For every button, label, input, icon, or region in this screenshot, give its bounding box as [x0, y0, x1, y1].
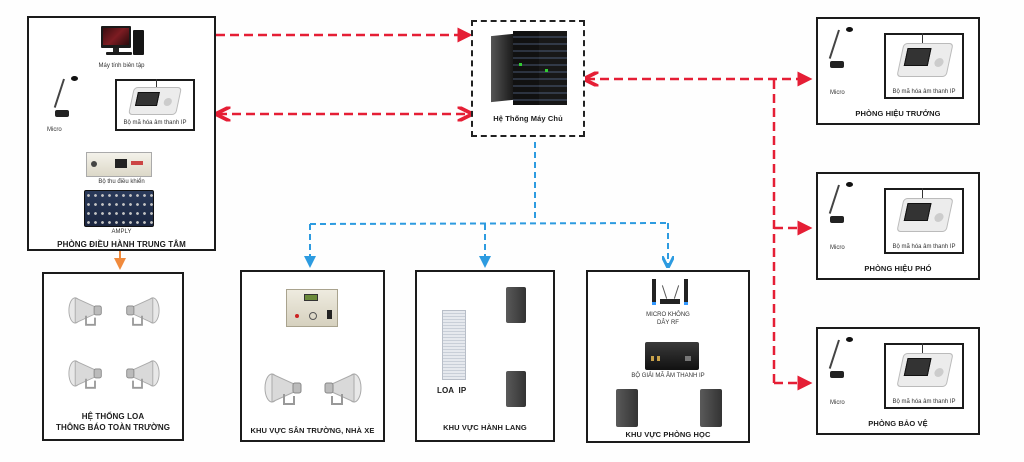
ip-encoder-icon — [896, 353, 954, 387]
microphone-icon — [828, 182, 853, 228]
office-title: PHÒNG HIỆU TRƯỞNG — [855, 109, 941, 118]
ip-column-speaker-icon — [442, 310, 466, 380]
microphone-icon — [828, 27, 853, 73]
office-box: Micro Bộ mã hóa âm thanh IP PHÒNG HIỆU T… — [816, 17, 980, 125]
control-room-box: Máy tính biên tập Micro Bộ mã hóa âm tha… — [27, 16, 216, 251]
horn-speaker-icon — [68, 296, 104, 328]
zone-yard-title: KHU VỰC SÂN TRƯỜNG, NHÀ XE — [250, 426, 375, 435]
audio-receiver-icon — [286, 289, 338, 327]
micro-label: Micro — [830, 400, 845, 406]
encoder-label: Bộ mã hóa âm thanh IP — [892, 89, 956, 95]
control-receiver-icon — [86, 152, 152, 177]
micro-label: Micro — [830, 245, 845, 251]
office-title: PHÒNG HIỆU PHÓ — [864, 264, 932, 273]
wall-speaker-icon — [506, 287, 526, 323]
wall-speaker-icon — [700, 389, 722, 427]
speaker-system-title-2: THÔNG BÁO TOÀN TRƯỜNG — [55, 423, 171, 432]
ip-speaker-label: LOA IP — [437, 386, 467, 395]
link-zones-bus — [309, 222, 669, 225]
micro-label: Micro — [47, 127, 62, 133]
wall-speaker-icon — [616, 389, 638, 427]
computer-label: Máy tính biên tập — [98, 63, 145, 69]
horn-speaker-icon — [68, 359, 104, 391]
office-box: Micro Bộ mã hóa âm thanh IP PHÒNG BẢO VỆ — [816, 327, 980, 435]
horn-speaker-icon — [264, 372, 304, 408]
control-room-title: PHÒNG ĐIỀU HÀNH TRUNG TÂM — [57, 240, 186, 249]
microphone-icon — [53, 76, 78, 124]
office-box: Micro Bộ mã hóa âm thanh IP PHÒNG HIỆU P… — [816, 172, 980, 280]
ip-encoder-box: Bộ mã hóa âm thanh IP — [884, 343, 964, 409]
server-box: Hệ Thống Máy Chủ — [471, 20, 585, 137]
server-rack-icon — [491, 29, 569, 107]
ip-encoder-box: Bộ mã hóa âm thanh IP — [884, 33, 964, 99]
horn-speaker-icon — [124, 359, 160, 391]
office-title: PHÒNG BẢO VỆ — [868, 419, 928, 428]
wireless-mic-label-1: MICRO KHÔNG — [646, 312, 690, 318]
server-label: Hệ Thống Máy Chủ — [493, 114, 563, 123]
ip-decoder-icon — [645, 342, 699, 370]
wireless-mic-icon — [650, 279, 690, 309]
zone-hallway-box: LOA IP KHU VỰC HÀNH LANG — [415, 270, 555, 442]
wireless-mic-label-2: DÂY RF — [657, 320, 679, 326]
decoder-label: BỘ GIẢI MÃ ÂM THANH IP — [631, 373, 705, 379]
zone-yard-box: KHU VỰC SÂN TRƯỜNG, NHÀ XE — [240, 270, 385, 442]
ip-encoder-box: Bộ mã hóa âm thanh IP — [884, 188, 964, 254]
ip-encoder-box: Bộ mã hóa âm thanh IP — [115, 79, 195, 131]
horn-speaker-icon — [322, 372, 362, 408]
speaker-system-title-1: HỆ THỐNG LOA — [81, 412, 145, 421]
microphone-icon — [828, 337, 853, 383]
zone-hallway-title: KHU VỰC HÀNH LANG — [443, 423, 527, 432]
amplifier-icon — [84, 190, 154, 227]
ip-encoder-icon — [896, 198, 954, 232]
ip-encoder-icon — [128, 87, 182, 115]
encoder-label: Bộ mã hóa âm thanh IP — [892, 399, 956, 405]
zone-classroom-box: MICRO KHÔNG DÂY RF BỘ GIẢI MÃ ÂM THANH I… — [586, 270, 750, 443]
zone-classroom-title: KHU VỰC PHÒNG HỌC — [625, 430, 711, 439]
speaker-system-box: HỆ THỐNG LOA THÔNG BÁO TOÀN TRƯỜNG — [42, 272, 184, 441]
encoder-label: Bộ mã hóa âm thanh IP — [123, 120, 187, 126]
computer-icon — [101, 26, 146, 58]
ip-encoder-icon — [896, 43, 954, 77]
amply-label: AMPLY — [111, 229, 132, 235]
micro-label: Micro — [830, 90, 845, 96]
encoder-label: Bộ mã hóa âm thanh IP — [892, 244, 956, 250]
receiver-label: Bộ thu điều khiển — [98, 179, 145, 185]
wall-speaker-icon — [506, 371, 526, 407]
horn-speaker-icon — [124, 296, 160, 328]
